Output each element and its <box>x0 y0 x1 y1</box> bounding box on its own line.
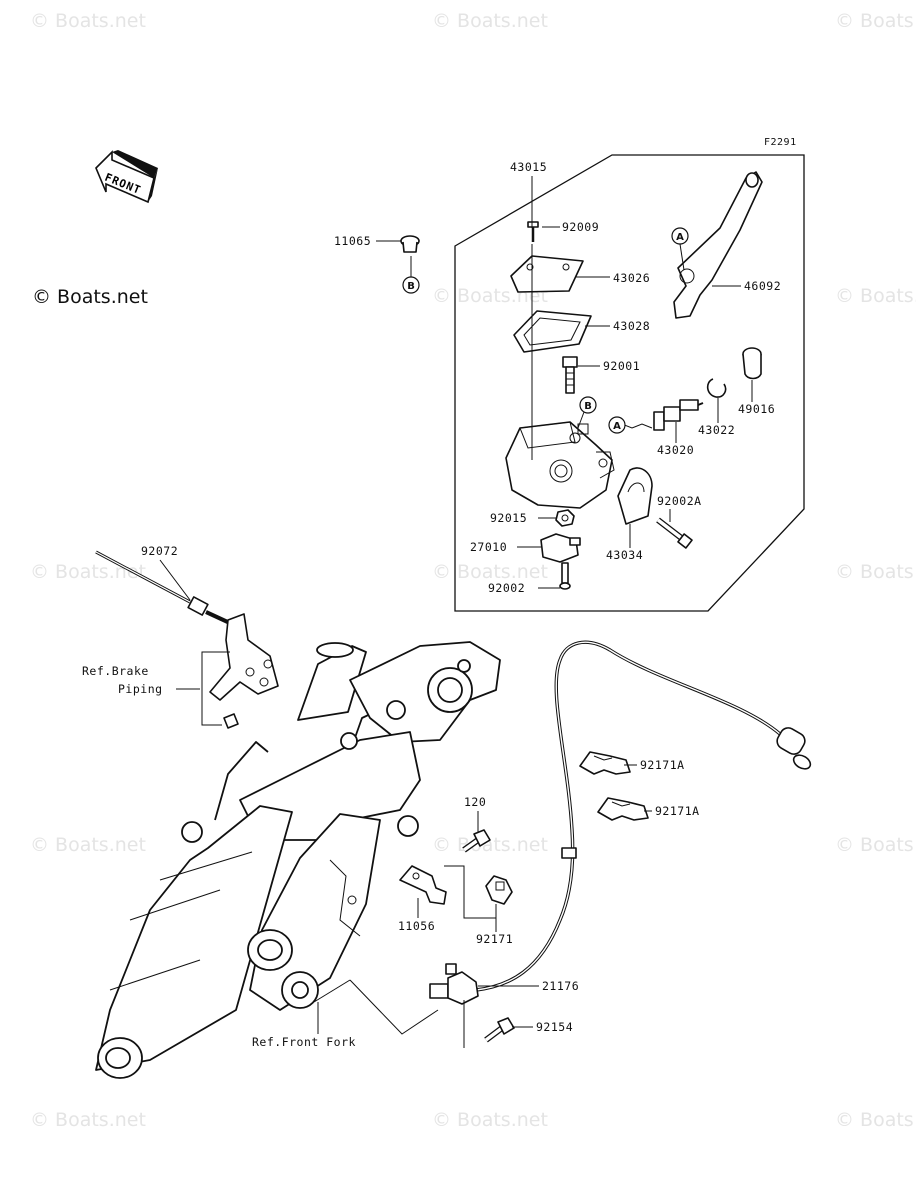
watermark: © Boats <box>835 561 914 583</box>
marker-b-text: B <box>584 401 592 412</box>
watermark: © Boats.net <box>30 834 146 856</box>
diagram-code: F2291 <box>764 137 797 148</box>
part-label-43015: 43015 <box>510 160 547 174</box>
watermark: © Boats <box>835 1109 914 1131</box>
part-label-27010: 27010 <box>470 540 507 554</box>
brake-lever-46092-icon <box>673 171 763 319</box>
part-label-92002: 92002 <box>488 581 525 595</box>
part-label-49016: 49016 <box>738 402 775 416</box>
part-label-92072: 92072 <box>141 544 178 558</box>
watermark: © Boats.net <box>30 561 146 583</box>
reservoir-cap-43026-icon <box>510 255 584 293</box>
clamp-92171a-upper-icon <box>579 751 631 775</box>
abs-sensor-cable-21176-icon <box>429 640 812 1005</box>
bolt-92002a-icon <box>656 517 693 549</box>
marker-b-plug: B <box>402 256 420 294</box>
part-label-92171: 92171 <box>476 932 513 946</box>
bracket-11056-icon <box>399 865 447 905</box>
nut-92015-icon <box>555 509 575 527</box>
watermark: © Boats <box>835 834 914 856</box>
watermark: © Boats.net <box>835 285 916 307</box>
part-label-11065: 11065 <box>334 234 371 248</box>
watermark: © Boats.net <box>432 834 548 856</box>
clamp-92171a-lower-icon <box>597 797 649 821</box>
part-label-43028: 43028 <box>613 319 650 333</box>
marker-a-body: A <box>608 416 626 434</box>
part-label-92171a: 92171A <box>640 758 685 772</box>
watermark: © Boats.net <box>30 1109 146 1131</box>
part-label-43020: 43020 <box>657 443 694 457</box>
clamp-43034-icon <box>617 467 653 525</box>
screw-92002-icon <box>559 562 571 590</box>
dust-cap-49016-icon <box>742 347 762 380</box>
part-label-92015: 92015 <box>490 511 527 525</box>
part-label-43034: 43034 <box>606 548 643 562</box>
part-label-46092: 46092 <box>744 279 781 293</box>
assembly-outline <box>454 154 805 612</box>
watermark: © Boats.net <box>432 10 548 32</box>
copyright-text: © Boats.net <box>32 286 148 308</box>
watermark: © Boats.net <box>432 561 548 583</box>
ref-label-front-fork: Ref.Front Fork <box>252 1035 356 1049</box>
bolt-92001-icon <box>562 356 578 394</box>
part-label-92154: 92154 <box>536 1020 573 1034</box>
brake-switch-27010-icon <box>540 533 581 563</box>
piston-43020-icon <box>611 399 704 431</box>
front-fork-icon <box>95 641 501 1079</box>
clamp-92171-icon <box>485 875 513 905</box>
watermark: © Boats <box>835 10 914 32</box>
watermark: © Boats.net <box>30 10 146 32</box>
brake-pipe-92072-icon <box>95 550 233 626</box>
part-label-120: 120 <box>464 795 486 809</box>
diaphragm-43028-icon <box>513 310 592 353</box>
part-label-43026: 43026 <box>613 271 650 285</box>
brake-bracket-icon <box>209 613 279 729</box>
part-label-21176: 21176 <box>542 979 579 993</box>
part-label-43022: 43022 <box>698 423 735 437</box>
part-label-11056: 11056 <box>398 919 435 933</box>
part-label-92009: 92009 <box>562 220 599 234</box>
ref-label-brake-piping-line2: Piping <box>118 682 163 696</box>
circlip-43022-icon <box>706 378 727 398</box>
screw-92009-icon <box>527 221 539 242</box>
marker-a-text: A <box>676 232 684 243</box>
part-label-92001: 92001 <box>603 359 640 373</box>
bolt-92154-icon <box>484 1017 515 1043</box>
plug-11065-icon <box>400 235 420 253</box>
bolt-120-icon <box>462 829 491 853</box>
marker-b-text: B <box>407 281 415 292</box>
watermark-layer: © Boats.net © Boats.net © Boats © Boats.… <box>30 10 916 1131</box>
part-label-92171a: 92171A <box>655 804 700 818</box>
marker-a-text: A <box>613 421 621 432</box>
marker-b-body: B <box>577 396 597 429</box>
ref-label-brake-piping-line1: Ref.Brake <box>82 664 149 678</box>
marker-a-lever: A <box>671 227 689 271</box>
front-arrow-icon: FRONT <box>95 150 158 204</box>
watermark: © Boats.net <box>432 1109 548 1131</box>
master-cylinder-body-icon <box>505 421 615 509</box>
part-label-92002a: 92002A <box>657 494 702 508</box>
